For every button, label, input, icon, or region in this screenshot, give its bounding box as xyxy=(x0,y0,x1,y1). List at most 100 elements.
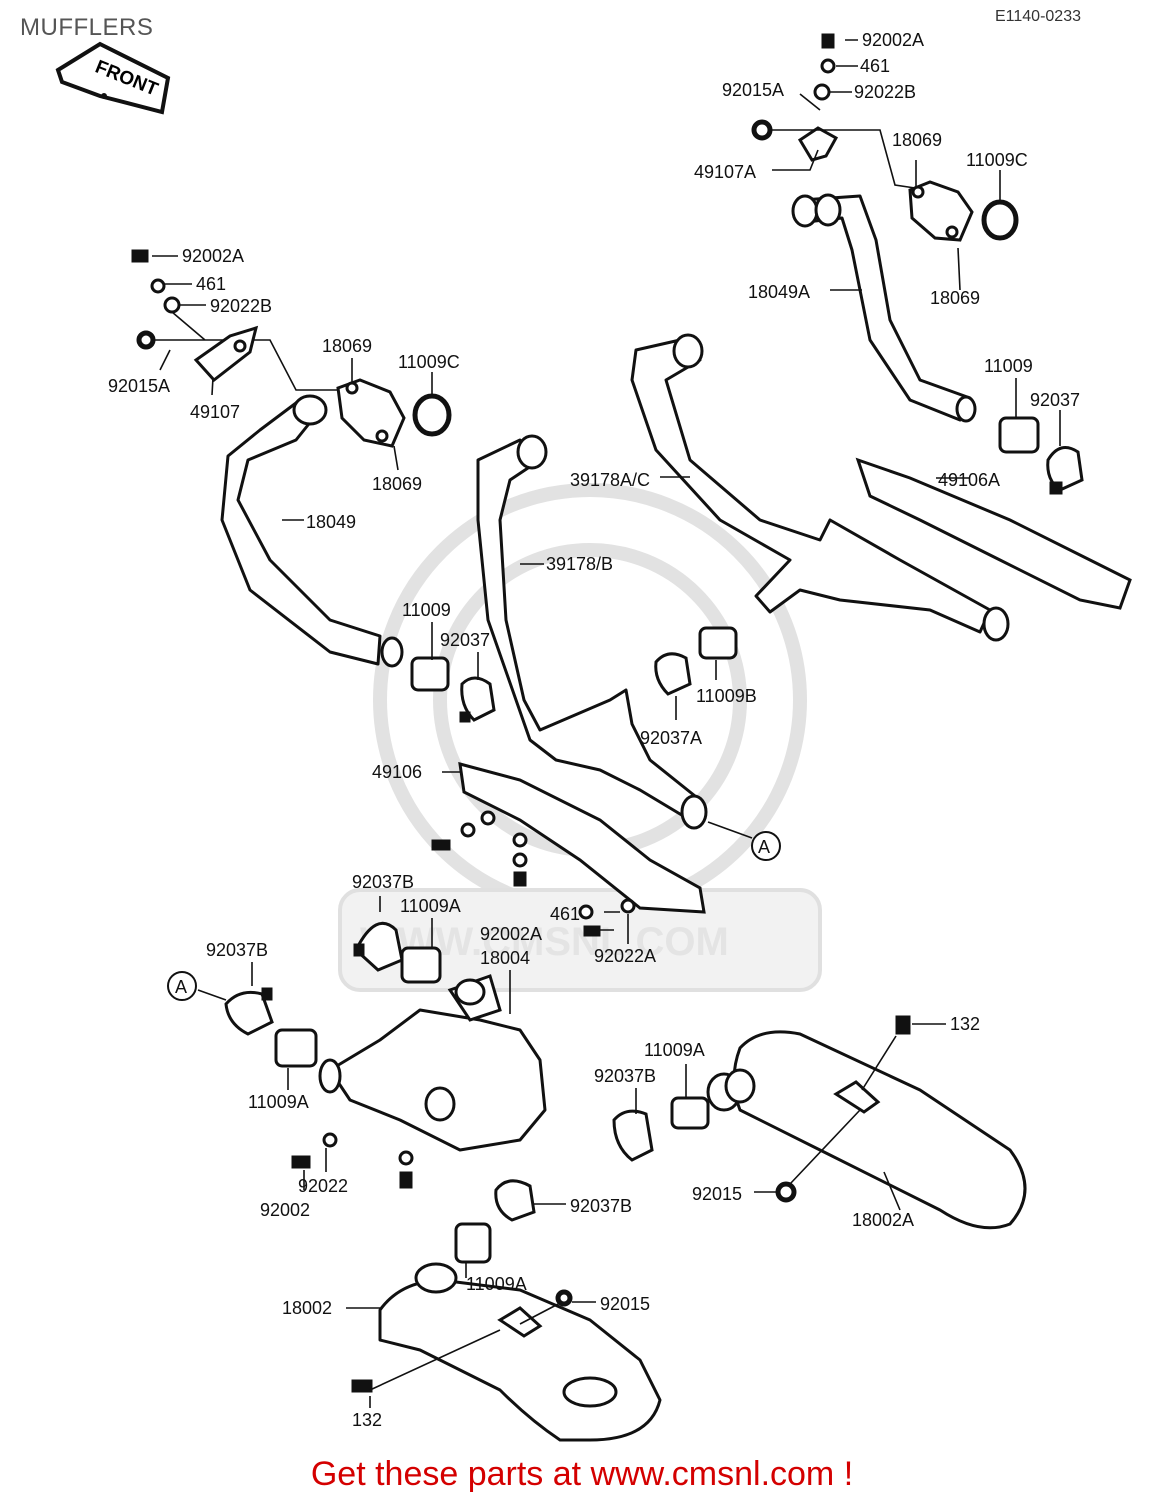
nut-icon xyxy=(813,83,831,101)
label-49106: 49106 xyxy=(372,762,422,782)
label-92002A: 92002A xyxy=(182,246,244,266)
label-18069: 18069 xyxy=(930,288,980,308)
clamp-part xyxy=(654,652,692,696)
footer-promo-link[interactable]: Get these parts at www.cmsnl.com ! xyxy=(310,1455,854,1493)
nut-icon xyxy=(751,119,773,141)
clamp-part xyxy=(612,1109,654,1162)
label-461: 461 xyxy=(196,274,226,294)
label-92015A: 92015A xyxy=(108,376,170,396)
exhaust-pipe-ac xyxy=(630,338,992,634)
washer-icon xyxy=(150,278,166,294)
label-92022: 92022 xyxy=(298,1176,348,1196)
label-461: 461 xyxy=(550,904,580,924)
label-92002: 92002 xyxy=(260,1200,310,1220)
label-92037B: 92037B xyxy=(206,940,268,960)
center-exhaust-pipes xyxy=(431,333,1132,914)
label-11009A: 11009A xyxy=(400,896,461,916)
left-header-assembly xyxy=(131,249,452,668)
label-11009A: 11009A xyxy=(466,1274,527,1294)
drawing-code: E1140-0233 xyxy=(995,8,1081,25)
label-18002A: 18002A xyxy=(852,1210,914,1230)
middle-gasket-clamp xyxy=(410,622,496,723)
flange-part xyxy=(336,378,406,448)
label-92037B: 92037B xyxy=(570,1196,632,1216)
label-11009C: 11009C xyxy=(966,150,1028,170)
label-18049: 18049 xyxy=(306,512,356,532)
gasket-ring xyxy=(412,393,452,437)
marker-label-A: A xyxy=(175,977,187,997)
gasket-sleeve xyxy=(998,416,1040,454)
label-18004: 18004 xyxy=(480,948,530,968)
bracket-part xyxy=(797,126,839,162)
gasket-sleeve xyxy=(454,1222,492,1264)
heat-guard xyxy=(855,457,1132,610)
header-pipe xyxy=(220,398,382,666)
flange-part xyxy=(908,180,974,242)
bolt-icon xyxy=(351,1379,373,1393)
left-muffler-assembly xyxy=(346,1179,662,1442)
bolt-icon xyxy=(821,33,835,49)
label-92037: 92037 xyxy=(440,630,490,650)
bolt-icon xyxy=(291,1155,311,1169)
heat-guard xyxy=(458,761,706,914)
bracket-part xyxy=(193,325,259,383)
label-92015: 92015 xyxy=(600,1294,650,1314)
front-arrow-icon: FRONT xyxy=(55,41,171,115)
label-11009: 11009 xyxy=(402,600,451,620)
label-18069: 18069 xyxy=(372,474,422,494)
label-92002A: 92002A xyxy=(862,30,924,50)
label-11009B: 11009B xyxy=(696,686,757,706)
page-title: MUFFLERS xyxy=(20,14,154,41)
label-92037: 92037 xyxy=(1030,390,1080,410)
bolt-icon xyxy=(431,839,451,851)
label-92015: 92015 xyxy=(692,1184,742,1204)
clamp-part xyxy=(224,990,274,1036)
clamp-part xyxy=(460,676,496,722)
nut-icon xyxy=(775,1181,797,1203)
collector-chamber xyxy=(328,1008,547,1152)
label-92022B: 92022B xyxy=(854,82,916,102)
gasket-sleeve xyxy=(670,1096,710,1130)
label-49107: 49107 xyxy=(190,402,240,422)
label-39178B: 39178/B xyxy=(546,554,613,574)
label-11009A: 11009A xyxy=(248,1092,309,1112)
label-461: 461 xyxy=(860,56,890,76)
bolt-icon xyxy=(131,249,149,263)
label-18069: 18069 xyxy=(892,130,942,150)
gasket-sleeve xyxy=(400,946,442,984)
label-92037B: 92037B xyxy=(352,872,414,892)
clamp-part xyxy=(494,1179,536,1222)
nut-icon xyxy=(555,1289,573,1307)
label-92037A: 92037A xyxy=(640,728,702,748)
label-18002: 18002 xyxy=(282,1298,332,1318)
washer-icon xyxy=(820,58,836,74)
gasket-sleeve xyxy=(698,626,738,660)
gasket-sleeve xyxy=(410,656,450,692)
gasket-sleeve xyxy=(274,1028,318,1068)
label-92022B: 92022B xyxy=(210,296,272,316)
marker-label-A: A xyxy=(758,837,770,857)
label-39178AC: 39178A/C xyxy=(570,470,650,490)
label-18049A: 18049A xyxy=(748,282,810,302)
label-92037B: 92037B xyxy=(594,1066,656,1086)
label-132: 132 xyxy=(352,1410,382,1430)
reference-marker xyxy=(751,831,781,861)
upper-right-header-assembly xyxy=(751,33,1019,423)
clamp-part xyxy=(1046,446,1084,492)
label-92015A: 92015A xyxy=(722,80,784,100)
label-92022A: 92022A xyxy=(594,946,656,966)
label-49106A: 49106A xyxy=(938,470,1000,490)
collector-assembly xyxy=(167,896,636,1190)
label-49107A: 49107A xyxy=(694,162,756,182)
label-18069: 18069 xyxy=(322,336,372,356)
exhaust-pipe-b xyxy=(476,438,702,822)
reference-marker xyxy=(167,971,197,1001)
right-muffler-assembly xyxy=(612,1015,1027,1230)
nut-icon xyxy=(163,296,181,314)
part-number-labels: 92002A 461 92015A 92022B 49107A 18069 11… xyxy=(108,30,1080,1430)
label-132: 132 xyxy=(950,1014,980,1034)
label-92002A: 92002A xyxy=(480,924,542,944)
bolt-icon xyxy=(895,1015,911,1035)
label-11009A: 11009A xyxy=(644,1040,705,1060)
